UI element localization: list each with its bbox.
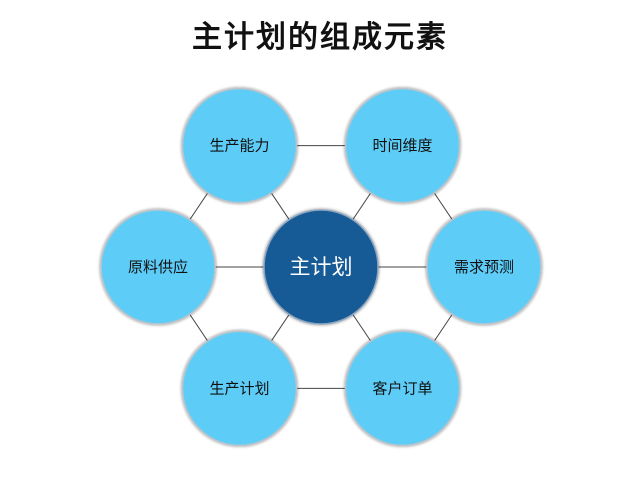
diagram-title: 主计划的组成元素 bbox=[192, 20, 448, 55]
node-circle bbox=[181, 330, 298, 447]
node-0: 生产能力 bbox=[181, 87, 298, 204]
node-label: 原料供应 bbox=[128, 258, 188, 276]
node-circle bbox=[344, 330, 461, 447]
node-circle bbox=[344, 87, 461, 204]
node-label: 时间维度 bbox=[372, 137, 432, 155]
node-label: 生产计划 bbox=[209, 379, 269, 397]
node-2: 需求预测 bbox=[426, 209, 542, 325]
node-4: 生产计划 bbox=[181, 330, 298, 447]
node-circle bbox=[181, 87, 298, 204]
node-label: 生产能力 bbox=[209, 137, 269, 155]
node-3: 客户订单 bbox=[344, 330, 461, 447]
center-node: 主计划 bbox=[263, 209, 379, 325]
node-1: 时间维度 bbox=[344, 87, 461, 204]
node-5: 原料供应 bbox=[100, 209, 216, 325]
node-label: 需求预测 bbox=[454, 258, 514, 276]
center-circle bbox=[263, 209, 379, 325]
node-circle bbox=[426, 209, 542, 325]
center-label: 主计划 bbox=[290, 255, 353, 279]
node-circle bbox=[100, 209, 216, 325]
node-label: 客户订单 bbox=[372, 379, 432, 397]
